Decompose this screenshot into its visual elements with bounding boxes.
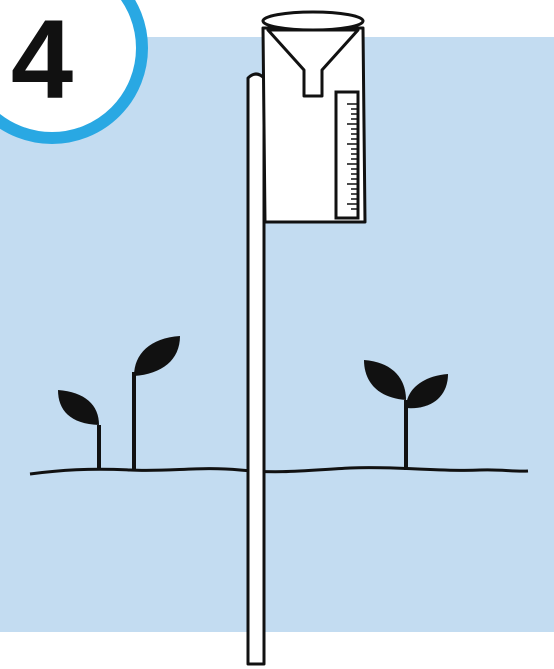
step-number: 4 [11,0,73,122]
rain-gauge-icon [263,12,365,222]
mounting-pole [248,74,264,664]
gauge-rim [263,12,363,30]
